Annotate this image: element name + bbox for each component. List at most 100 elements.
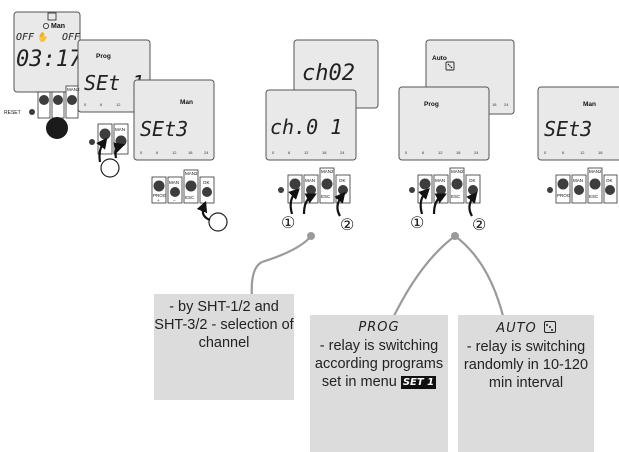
set3b-tick-18: 18	[598, 150, 603, 155]
cluster1-button-prog[interactable]	[39, 95, 49, 105]
cluster4-ok-label: OK	[339, 178, 346, 183]
ch01-tick-24: 24	[340, 150, 345, 155]
cluster3-ok-label: OK	[203, 180, 210, 185]
cluster4-button-ok[interactable]	[338, 185, 348, 195]
set1-tick-6: 6	[100, 102, 103, 107]
cluster1-big-press-button[interactable]	[46, 117, 68, 139]
cluster3-plus-label: +	[157, 198, 160, 203]
cluster5-ok-label: OK	[469, 178, 476, 183]
connector-lines	[250, 232, 506, 321]
cluster1-man2-label: MAN2	[67, 87, 80, 92]
prog-tick-6: 6	[422, 150, 425, 155]
reset-button[interactable]	[29, 109, 35, 115]
cluster2-button-prog[interactable]	[99, 128, 111, 140]
ch01-tick-12: 12	[304, 150, 309, 155]
cluster5-arrow-1b	[432, 193, 447, 215]
button-cluster-2: MAN	[89, 123, 129, 178]
callout-channel: - by SHT-1/2 and SHT-3/2 - selection of …	[154, 294, 294, 400]
callout-prog-text: - relay is switching according programs …	[314, 338, 444, 390]
ch01-tick-6: 6	[288, 150, 291, 155]
set1-display: Prog SEt 1 0 6 12	[77, 39, 151, 113]
prog-tick-12: 12	[438, 150, 443, 155]
cluster2-man-label: MAN	[115, 127, 125, 132]
clock-mode-icon	[43, 22, 50, 29]
cluster4-arrow-1	[288, 188, 300, 215]
cluster1-button-man[interactable]	[53, 95, 63, 105]
set3a-tick-0: 0	[140, 150, 143, 155]
ch02-lcd-text: ch02	[302, 61, 355, 86]
clock-display: Man OFF ✋ OFF 03:17	[13, 11, 83, 93]
set3b-lcd-text: SEt3	[544, 117, 592, 141]
prog-connector	[391, 235, 456, 321]
cluster4-arrow-1b	[302, 193, 317, 215]
set3a-tick-24: 24	[204, 150, 209, 155]
cluster6-button-man[interactable]	[574, 185, 584, 195]
cluster6-button-prog[interactable]	[557, 178, 569, 190]
cluster2-arrow	[96, 137, 108, 163]
callout-prog: PROG - relay is switching according prog…	[310, 315, 448, 452]
cluster3-prog-label: PROG	[153, 193, 167, 198]
cluster4-button-prog[interactable]	[289, 178, 301, 190]
cluster4-step-one: ①	[281, 215, 295, 232]
prog-tick-18: 18	[456, 150, 461, 155]
set1-tick-12: 12	[116, 102, 121, 107]
set3a-tick-12: 12	[172, 150, 177, 155]
set3a-mode-label: Man	[180, 99, 193, 106]
callout-prog-menu-tag: SET 1	[400, 376, 437, 389]
set3a-lcd-text: SEt3	[140, 117, 188, 141]
cluster5-button-prog[interactable]	[419, 178, 431, 190]
cluster3-button-man2[interactable]	[185, 180, 197, 192]
prog-display: Prog 0 6 12 18 24	[398, 86, 490, 161]
set3-display-b: Man SEt3 0 6 12 18	[537, 86, 619, 161]
cluster6-button-ok[interactable]	[605, 185, 615, 195]
cluster4-button-man[interactable]	[306, 185, 316, 195]
cluster6-button-man2[interactable]	[589, 178, 601, 190]
cluster4-man-label: MAN	[305, 178, 315, 183]
callout-auto: AUTO - relay is switching randomly in 10…	[458, 315, 594, 452]
cluster3-button-ok[interactable]	[202, 187, 212, 197]
cluster5-button-man[interactable]	[436, 185, 446, 195]
button-cluster-3: PROG + MAN − MAN2 ESC OK	[151, 169, 228, 232]
ch01-tick-0: 0	[272, 150, 275, 155]
set3b-mode-label: Man	[583, 101, 596, 108]
clock-off-right: OFF	[62, 32, 81, 43]
callout-channel-text: - by SHT-1/2 and SHT-3/2 - selection of …	[154, 299, 294, 351]
set3b-tick-0: 0	[544, 150, 547, 155]
cluster5-esc-label: ESC	[451, 194, 461, 199]
ch01-tick-18: 18	[322, 150, 327, 155]
cluster3-press-circle	[208, 212, 228, 232]
cluster4-button-man2[interactable]	[321, 178, 333, 190]
cluster3-man-label: MAN	[169, 180, 179, 185]
cluster4-arrow-2	[334, 191, 346, 217]
cluster4-indicator	[278, 187, 284, 193]
cluster6-indicator	[547, 187, 553, 193]
cluster3-button-man[interactable]	[170, 187, 180, 197]
dice-icon	[445, 61, 455, 71]
cluster3-button-prog[interactable]	[153, 180, 165, 192]
cluster5-arrow-1	[418, 188, 430, 215]
set3b-tick-6: 6	[562, 150, 565, 155]
cluster2-button-man[interactable]	[115, 135, 127, 147]
cluster2-press-circle	[100, 158, 120, 178]
button-cluster-6: PROG MAN MAN2 ESC OK	[547, 167, 618, 204]
clock-hand-icon: ✋	[37, 31, 48, 42]
cluster4-step-two: ②	[340, 217, 354, 234]
auto-tick-24: 24	[504, 102, 509, 107]
cluster5-button-man2[interactable]	[451, 178, 463, 190]
cluster5-button-ok[interactable]	[468, 185, 478, 195]
callout-auto-text: - relay is switching randomly in 10-120 …	[463, 339, 589, 391]
cluster6-man2-label: MAN2	[589, 169, 602, 174]
cluster4-esc-label: ESC	[321, 194, 331, 199]
set3a-tick-6: 6	[156, 150, 159, 155]
clock-mode-label: Man	[51, 23, 65, 30]
auto-mode-label: Auto	[432, 55, 447, 62]
cluster1-button-man2[interactable]	[67, 95, 77, 105]
dice-icon-inline	[543, 321, 556, 333]
set3b-tick-12: 12	[580, 150, 585, 155]
reset-label: RESET	[4, 110, 21, 116]
cluster5-indicator	[409, 187, 415, 193]
cluster4-man2-label: MAN2	[321, 169, 334, 174]
callout-auto-mode: AUTO	[496, 321, 537, 336]
channel-connector	[250, 235, 312, 299]
